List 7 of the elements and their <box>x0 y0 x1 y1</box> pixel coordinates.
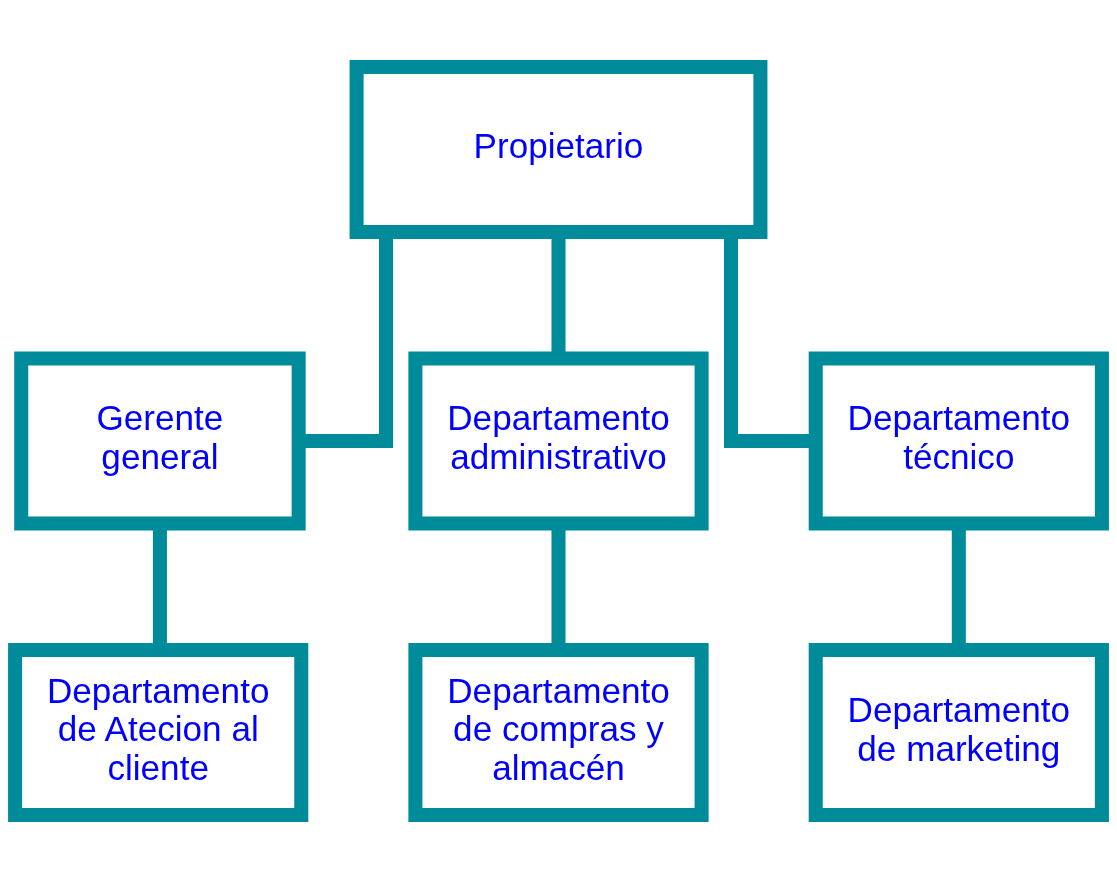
node-box: Propietario <box>349 59 768 239</box>
node-box: Departamento técnico <box>808 350 1109 531</box>
node-box: Gerente general <box>14 350 306 531</box>
node-box: Departamento de Atecion al cliente <box>8 642 309 822</box>
node-box: Departamento de compras y almacén <box>408 642 709 822</box>
node-box: Departamento administrativo <box>408 350 709 531</box>
node-box: Departamento de marketing <box>808 642 1109 822</box>
